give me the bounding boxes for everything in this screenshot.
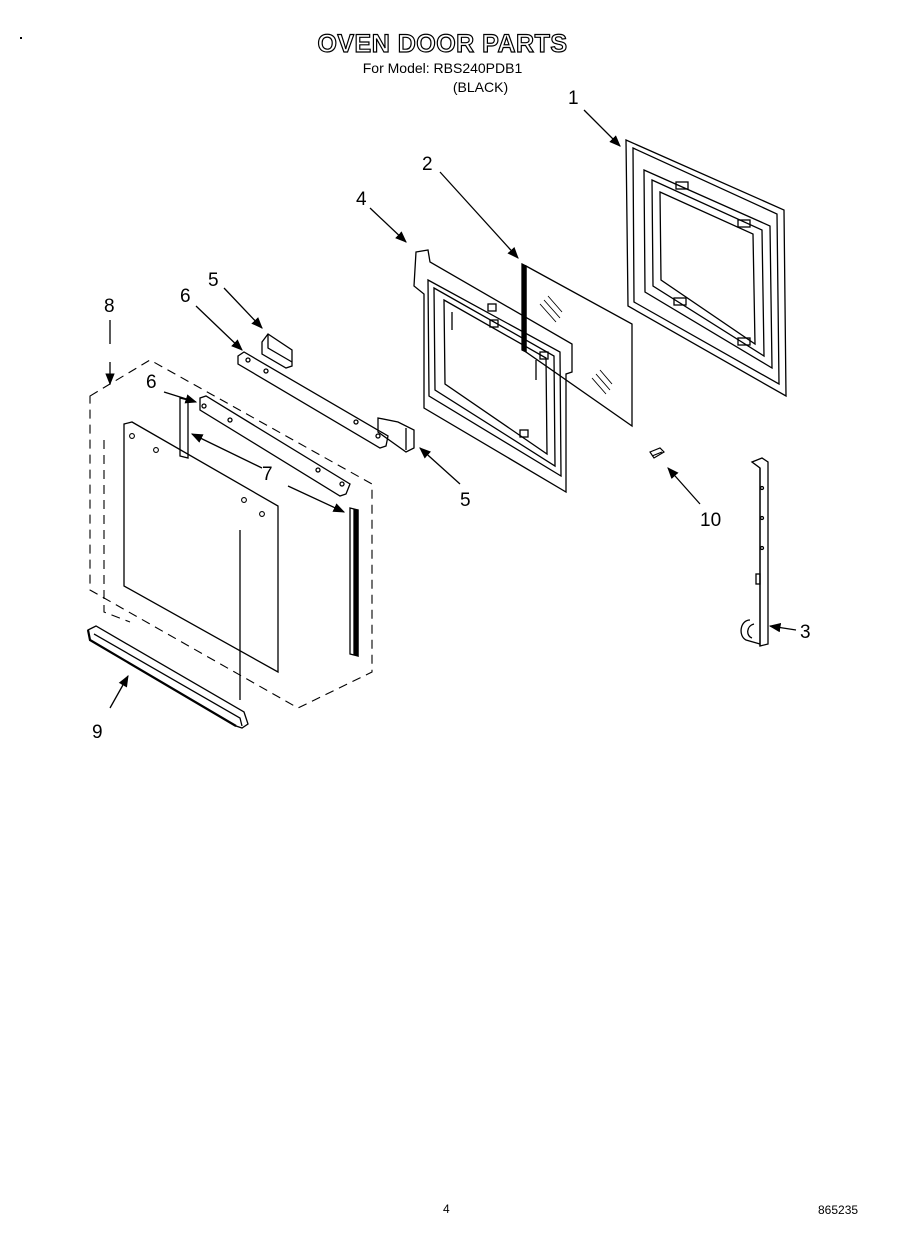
- callout-4: 4: [356, 189, 367, 210]
- part-7-side-strips: [179, 397, 359, 658]
- callout-9: 9: [92, 722, 103, 743]
- part-2-glass-panel: [521, 262, 633, 428]
- part-5-lower-hinge-bracket: [377, 417, 415, 453]
- leader-arrows: [105, 109, 797, 709]
- color-line: (BLACK): [452, 79, 509, 95]
- scan-speck: [20, 37, 22, 39]
- part-10-clip: [649, 447, 665, 459]
- callout-1: 1: [568, 88, 579, 109]
- document-number: 865235: [818, 1203, 859, 1217]
- callout-5-upper: 5: [208, 270, 219, 291]
- part-9-handle-trim: [86, 625, 249, 729]
- page-number: 4: [443, 1202, 450, 1216]
- callout-10: 10: [700, 510, 721, 531]
- part-3-hinge-arm: [740, 457, 769, 647]
- part-5-upper-hinge-bracket: [261, 333, 293, 369]
- part-4-inner-door-frame: [413, 249, 573, 494]
- part-1-outer-door-panel: [625, 138, 787, 398]
- callout-8: 8: [104, 296, 115, 317]
- callout-6-lower: 6: [146, 372, 157, 393]
- callout-5-lower: 5: [460, 490, 471, 511]
- callout-2: 2: [422, 154, 433, 175]
- callout-6-upper: 6: [180, 286, 191, 307]
- callout-7: 7: [262, 464, 273, 485]
- page-title: OVEN DOOR PARTS: [317, 29, 568, 58]
- part-8-outer-glass-assembly: [89, 359, 373, 709]
- part-6-lower-trim-strip: [199, 395, 351, 497]
- callout-3: 3: [800, 622, 811, 643]
- part-6-upper-trim-strip: [237, 351, 389, 449]
- model-line: For Model: RBS240PDB1: [362, 60, 523, 76]
